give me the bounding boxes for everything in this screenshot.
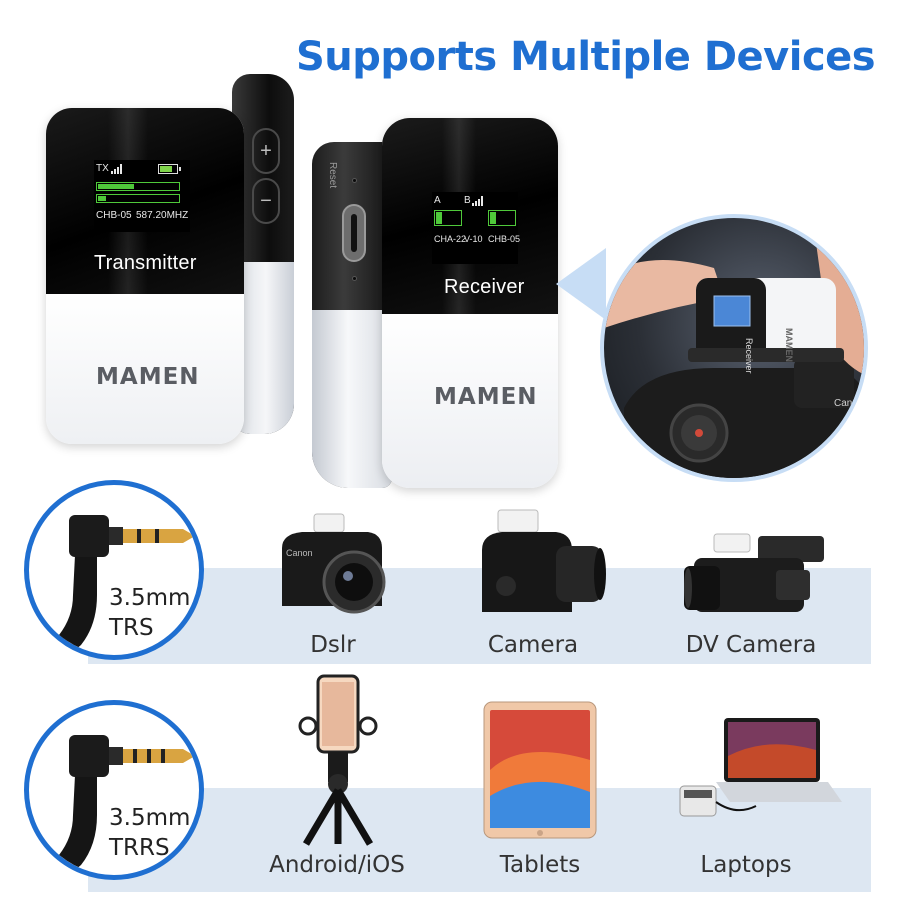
rx-channel-b: B <box>464 195 471 206</box>
trrs-plug-icon <box>59 735 195 875</box>
plus-icon: + <box>260 140 272 162</box>
transmitter-device: + − TX CHB-05 587.20MHZ Transmitter MAME… <box>46 72 298 444</box>
receiver-device: Reset A B CHA-22 V-10 CHB-05 Receiver MA… <box>312 118 558 490</box>
trrs-plug-size: 3.5mm <box>109 805 191 831</box>
trs-plug-icon <box>59 515 195 655</box>
receiver-name: Receiver <box>444 276 525 298</box>
callout-camera-brand: Canon <box>834 398 864 409</box>
callout-screen-label: Receiver <box>744 338 754 374</box>
tablet-icon <box>482 700 598 840</box>
receiver-brand: MAMEN <box>434 384 538 410</box>
level-meter-a <box>434 210 462 226</box>
receiver-display: A B CHA-22 V-10 CHB-05 <box>432 192 521 264</box>
level-meter <box>96 194 180 203</box>
receiver-front: A B CHA-22 V-10 CHB-05 Receiver MAMEN <box>382 118 558 488</box>
device-label-dslr: Dslr <box>310 632 356 658</box>
device-label-camera: Camera <box>487 632 579 658</box>
reset-label: Reset <box>327 162 338 189</box>
transmitter-brand: MAMEN <box>96 364 200 390</box>
rx-volume: V-10 <box>464 234 483 244</box>
mic-pinhole <box>352 276 357 281</box>
transmitter-body <box>46 294 244 444</box>
trrs-plug-type: TRRS <box>109 835 170 861</box>
trs-plug-badge: 3.5mm TRS <box>24 480 204 660</box>
tx-channel: CHB-05 <box>96 210 132 221</box>
trs-plug-type: TRS <box>109 615 154 641</box>
page-title: Supports Multiple Devices <box>296 34 876 80</box>
receiver-body <box>382 314 558 488</box>
rx-channel-a-code: CHA-22 <box>434 234 467 244</box>
device-label-android-ios: Android/iOS <box>269 852 405 878</box>
callout-pointer <box>556 248 606 320</box>
volume-up-button[interactable]: + <box>252 128 280 174</box>
dslr-icon: Canon <box>272 508 392 620</box>
rx-channel-a: A <box>434 195 441 206</box>
transmitter-glass <box>46 108 244 294</box>
receiver-side-lower <box>312 310 392 488</box>
battery-icon <box>158 164 181 174</box>
camera-icon <box>476 506 606 620</box>
transmitter-name: Transmitter <box>94 252 197 274</box>
camcorder-icon <box>684 530 830 620</box>
receiver-on-camera-illustration <box>604 228 864 478</box>
receiver-on-camera-callout: Receiver MAMEN Canon <box>600 214 868 482</box>
trs-plug-size: 3.5mm <box>109 585 191 611</box>
signal-strength-icon <box>111 164 122 174</box>
callout-brand: MAMEN <box>784 328 794 362</box>
reset-pinhole[interactable] <box>352 178 357 183</box>
transmitter-display: TX CHB-05 587.20MHZ <box>94 160 190 232</box>
usb-c-port <box>342 204 366 262</box>
rx-channel-b-code: CHB-05 <box>488 234 521 244</box>
tx-signal-label: TX <box>96 163 109 174</box>
minus-icon: − <box>260 190 272 212</box>
tx-frequency: 587.20MHZ <box>136 210 189 221</box>
level-meter <box>96 182 180 191</box>
trrs-plug-badge: 3.5mm TRRS <box>24 700 204 880</box>
phone-tripod-icon <box>292 672 382 848</box>
laptop-icon <box>676 716 844 828</box>
device-label-laptops: Laptops <box>700 852 792 878</box>
volume-down-button[interactable]: − <box>252 178 280 224</box>
transmitter-front: TX CHB-05 587.20MHZ Transmitter MAMEN <box>46 108 244 444</box>
svg-text:Canon: Canon <box>286 548 313 558</box>
signal-strength-icon <box>472 196 483 206</box>
level-meter-b <box>488 210 516 226</box>
device-label-dv-camera: DV Camera <box>685 632 817 658</box>
device-label-tablets: Tablets <box>499 852 581 878</box>
